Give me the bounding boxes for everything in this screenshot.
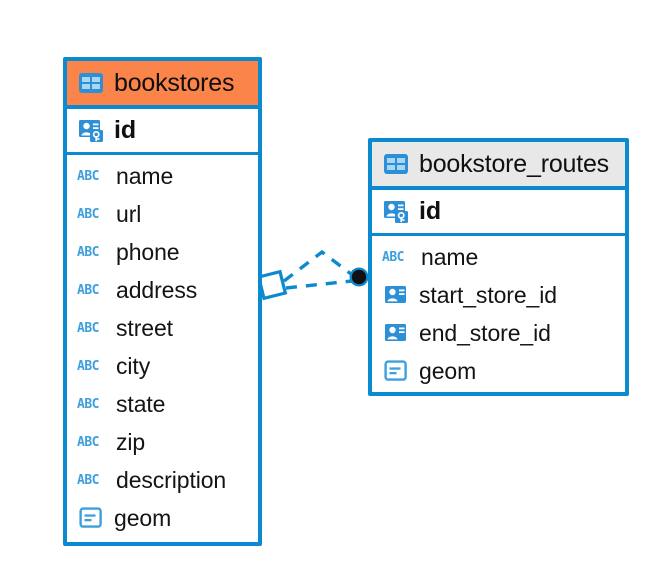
entity-table-bookstores[interactable]: bookstores id ABC <box>63 57 262 546</box>
primary-key-label: id <box>114 116 137 144</box>
entity-table-bookstore-routes[interactable]: bookstore_routes id ABC <box>368 138 629 396</box>
field-label: end_store_id <box>419 319 551 346</box>
field-row-start-store-id[interactable]: start_store_id <box>372 276 625 314</box>
diamond-marker <box>256 269 288 301</box>
dot-marker <box>349 267 369 287</box>
text-type-icon: ABC <box>382 249 404 265</box>
field-row-address[interactable]: ABC address <box>67 271 258 309</box>
text-type-icon: ABC <box>77 472 99 488</box>
field-row-name[interactable]: ABC name <box>372 238 625 276</box>
entity-title-bookstore-routes: bookstore_routes <box>419 149 609 178</box>
field-label: start_store_id <box>419 281 557 308</box>
field-label: url <box>116 200 142 227</box>
field-row-url[interactable]: ABC url <box>67 195 258 233</box>
field-row-description[interactable]: ABC description <box>67 461 258 499</box>
text-type-icon: ABC <box>77 396 99 412</box>
field-row-geom[interactable]: geom <box>372 352 625 390</box>
foreign-key-icon <box>382 319 410 347</box>
primary-key-label: id <box>419 197 442 225</box>
text-type-icon: ABC <box>77 358 99 374</box>
relationship-line-lower <box>285 279 353 290</box>
primary-key-row-bookstores[interactable]: id <box>67 109 258 155</box>
field-label: zip <box>116 428 146 455</box>
geometry-type-icon <box>77 504 105 532</box>
field-label: geom <box>114 504 172 531</box>
field-label: name <box>421 243 479 270</box>
text-type-icon: ABC <box>77 206 99 222</box>
field-row-geom[interactable]: geom <box>67 499 258 537</box>
field-row-city[interactable]: ABC city <box>67 347 258 385</box>
field-row-phone[interactable]: ABC phone <box>67 233 258 271</box>
field-list-bookstore-routes: ABC name start_store_id <box>372 236 625 394</box>
field-label: phone <box>116 238 180 265</box>
geometry-type-icon <box>382 357 410 385</box>
field-label: name <box>116 162 174 189</box>
entity-header-bookstores[interactable]: bookstores <box>67 61 258 109</box>
field-row-end-store-id[interactable]: end_store_id <box>372 314 625 352</box>
field-list-bookstores: ABC name ABC url ABC phone ABC address A… <box>67 155 258 541</box>
field-label: street <box>116 314 173 341</box>
text-type-icon: ABC <box>77 282 99 298</box>
relationship-line-upper <box>282 249 357 283</box>
field-row-zip[interactable]: ABC zip <box>67 423 258 461</box>
text-type-icon: ABC <box>77 320 99 336</box>
foreign-key-icon <box>382 281 410 309</box>
entity-title-bookstores: bookstores <box>114 68 235 97</box>
table-icon <box>382 150 410 178</box>
table-icon <box>77 69 105 97</box>
field-row-name[interactable]: ABC name <box>67 157 258 195</box>
field-row-street[interactable]: ABC street <box>67 309 258 347</box>
primary-key-icon <box>77 117 105 145</box>
entity-header-bookstore-routes[interactable]: bookstore_routes <box>372 142 625 190</box>
field-label: address <box>116 276 198 303</box>
field-label: state <box>116 390 166 417</box>
field-label: geom <box>419 357 477 384</box>
text-type-icon: ABC <box>77 168 99 184</box>
text-type-icon: ABC <box>77 244 99 260</box>
text-type-icon: ABC <box>77 434 99 450</box>
primary-key-row-bookstore-routes[interactable]: id <box>372 190 625 236</box>
field-row-state[interactable]: ABC state <box>67 385 258 423</box>
field-label: city <box>116 352 151 379</box>
field-label: description <box>116 466 227 493</box>
primary-key-icon <box>382 198 410 226</box>
